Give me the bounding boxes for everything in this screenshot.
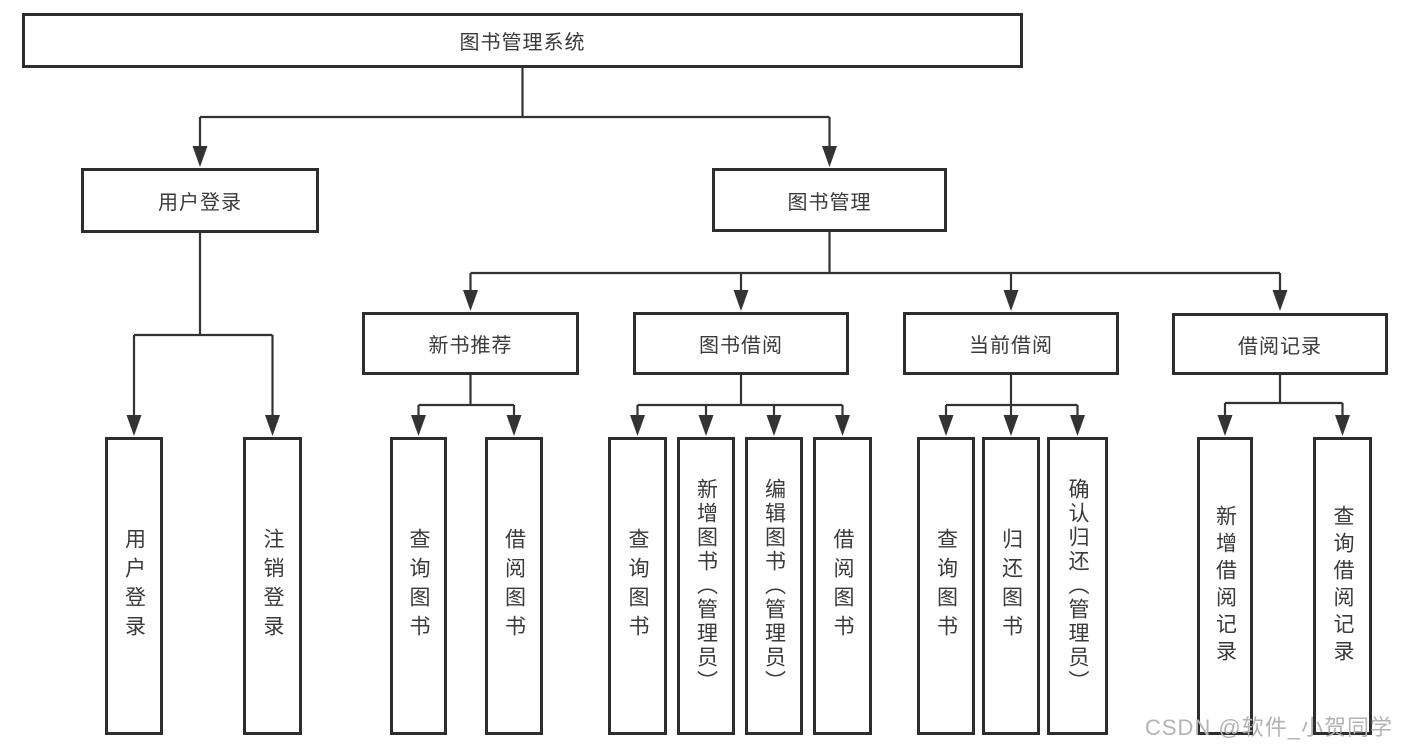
connector-root-to-level2	[198, 68, 831, 147]
node-library-system: 图书管理系统	[22, 13, 1023, 68]
node-borrow-records: 借阅记录	[1172, 313, 1388, 375]
node-user-login: 用户登录	[81, 168, 319, 233]
node-book-management: 图书管理	[712, 168, 947, 232]
leaf-query-books-recommend: 查询图书	[390, 437, 447, 735]
node-book-management-label: 图书管理	[787, 191, 872, 214]
leaf-user-login: 用户登录	[105, 437, 163, 735]
connector-records-children	[1223, 375, 1344, 416]
node-user-login-label: 用户登录	[158, 192, 242, 214]
leaf-confirm-return-admin-label: 确认归还（管理员）	[1066, 478, 1089, 694]
leaf-add-borrow-record: 新增借阅记录	[1197, 437, 1253, 735]
leaf-edit-book-admin: 编辑图书（管理员）	[745, 437, 803, 735]
node-book-borrow: 图书借阅	[633, 312, 849, 375]
leaf-query-books-current-label: 查询图书	[934, 528, 958, 644]
node-current-borrow-label: 当前借阅	[969, 335, 1053, 357]
node-library-system-label: 图书管理系统	[459, 32, 586, 54]
arrowheads	[126, 146, 1350, 436]
connector-borrow-children	[636, 375, 844, 416]
leaf-query-books-current: 查询图书	[917, 437, 975, 735]
leaf-user-login-label: 用户登录	[122, 528, 146, 644]
leaf-return-book-label: 归还图书	[999, 528, 1023, 644]
leaf-query-books-recommend-label: 查询图书	[407, 528, 430, 644]
leaf-borrow-books-2: 借阅图书	[813, 437, 872, 735]
leaf-borrow-books-recommend: 借阅图书	[485, 437, 543, 735]
connector-new-rec-children	[417, 375, 516, 416]
leaf-add-book-admin-label: 新增图书（管理员）	[694, 478, 718, 694]
leaf-borrow-books-2-label: 借阅图书	[831, 528, 854, 644]
leaf-logout-label: 注销登录	[261, 528, 284, 644]
watermark: CSDN @软件_小贺同学	[1144, 715, 1393, 740]
leaf-add-borrow-record-label: 新增借阅记录	[1213, 505, 1237, 667]
leaf-query-books-borrow: 查询图书	[608, 437, 667, 735]
connector-current-children	[944, 375, 1079, 416]
leaf-query-borrow-record-label: 查询借阅记录	[1331, 505, 1354, 667]
node-current-borrow: 当前借阅	[903, 312, 1119, 375]
leaf-query-books-borrow-label: 查询图书	[626, 528, 649, 644]
leaf-return-book: 归还图书	[982, 437, 1040, 735]
connector-book-mgmt-children	[469, 232, 1282, 291]
node-book-borrow-label: 图书借阅	[699, 335, 783, 357]
leaf-confirm-return-admin: 确认归还（管理员）	[1047, 437, 1108, 735]
node-new-book-recommend-label: 新书推荐	[428, 335, 513, 357]
leaf-edit-book-admin-label: 编辑图书（管理员）	[762, 478, 786, 694]
node-new-book-recommend: 新书推荐	[362, 312, 579, 375]
node-borrow-records-label: 借阅记录	[1238, 335, 1322, 358]
leaf-add-book-admin: 新增图书（管理员）	[677, 437, 735, 735]
leaf-borrow-books-recommend-label: 借阅图书	[502, 528, 526, 644]
leaf-query-borrow-record: 查询借阅记录	[1313, 437, 1372, 735]
leaf-logout: 注销登录	[243, 437, 302, 735]
connector-user-login-children	[132, 233, 274, 416]
